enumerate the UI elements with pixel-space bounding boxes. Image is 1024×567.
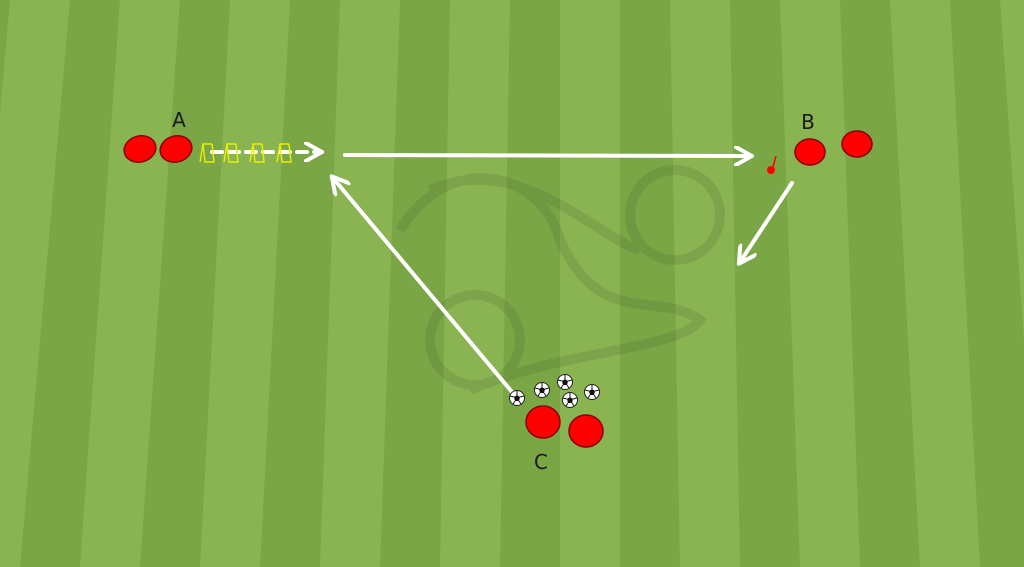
label-c: C xyxy=(534,450,548,474)
watermark-logo xyxy=(395,165,725,395)
soccer-ball-icon xyxy=(509,390,525,406)
label-a: A xyxy=(172,108,186,132)
soccer-ball-icon xyxy=(584,384,600,400)
player-marker xyxy=(841,130,873,158)
pass-arrow-c-to-a xyxy=(333,178,514,394)
group-a: A xyxy=(123,108,193,163)
label-b: B xyxy=(801,110,815,134)
group-c: C xyxy=(509,374,604,474)
group-b: B xyxy=(767,110,873,174)
soccer-ball-icon xyxy=(562,392,578,408)
player-marker xyxy=(794,138,826,166)
whistle-icon xyxy=(767,155,777,174)
soccer-ball-icon xyxy=(534,382,550,398)
arrows xyxy=(210,152,794,394)
soccer-ball-icon xyxy=(557,374,573,390)
player-marker xyxy=(159,135,193,163)
player-marker xyxy=(123,135,157,163)
player-marker xyxy=(525,405,561,439)
player-marker xyxy=(568,414,604,448)
run-arrow-b xyxy=(740,181,794,262)
pass-arrow-to-b xyxy=(343,155,750,156)
